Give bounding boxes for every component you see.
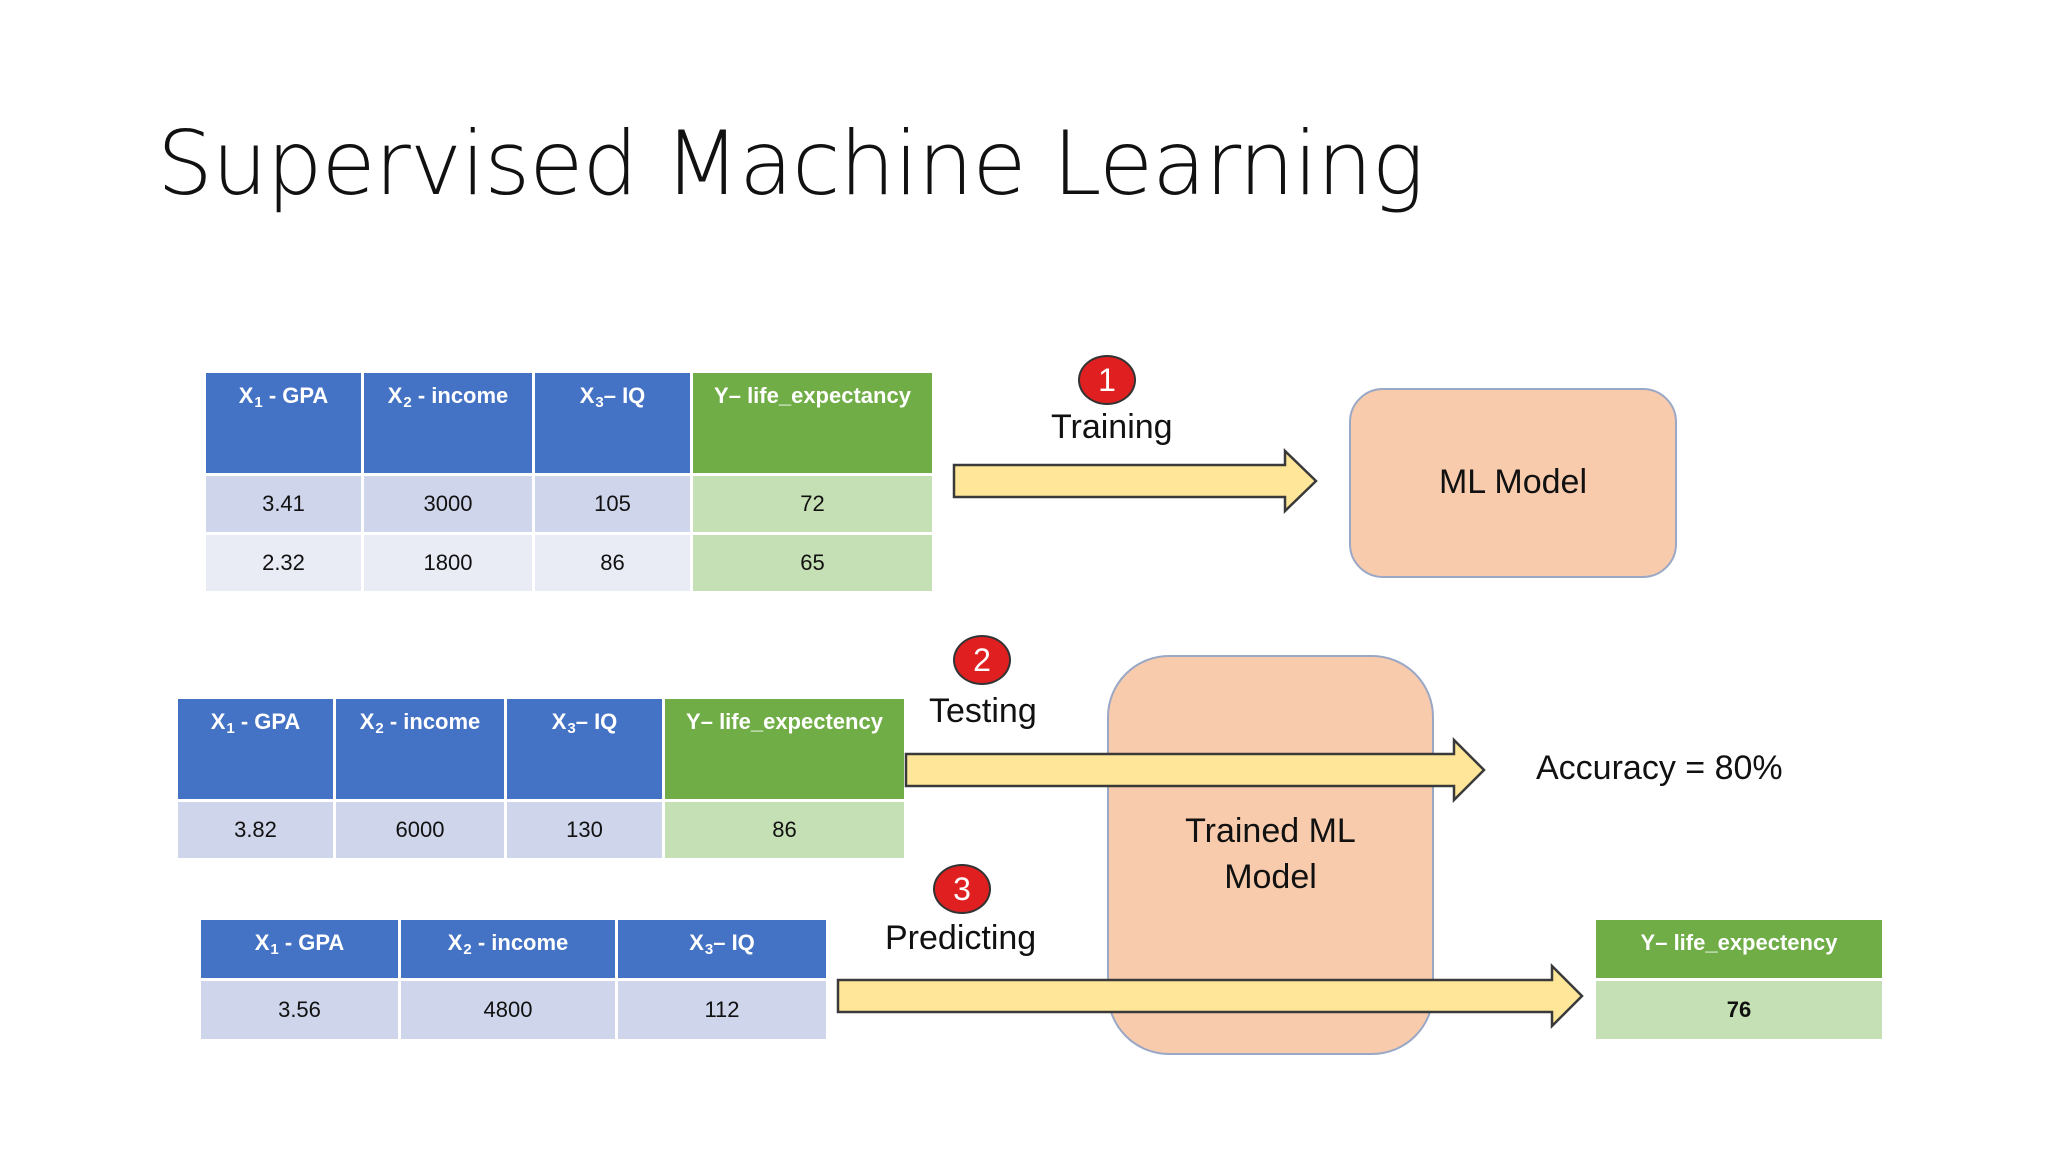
header-x3-iq: X3– IQ xyxy=(535,373,690,473)
cell-iq: 86 xyxy=(535,535,690,591)
cell-income: 3000 xyxy=(364,476,532,532)
step-2-badge: 2 xyxy=(953,635,1011,685)
cell-gpa: 3.56 xyxy=(201,981,398,1039)
header-x3-iq: X3– IQ xyxy=(507,699,662,799)
step-3-badge: 3 xyxy=(933,864,991,914)
trained-model-label-line: Model xyxy=(1224,858,1317,896)
header-x2-income: X2 - income xyxy=(401,920,615,978)
testing-label: Testing xyxy=(929,692,1037,730)
header-y-life-expectancy: Y– life_expectency xyxy=(1596,920,1882,978)
cell-gpa: 2.32 xyxy=(206,535,361,591)
cell-gpa: 3.82 xyxy=(178,802,333,858)
cell-iq: 105 xyxy=(535,476,690,532)
cell-iq: 112 xyxy=(618,981,826,1039)
predicting-table: X1 - GPA X2 - income X3– IQ 3.56 4800 11… xyxy=(198,917,829,1042)
header-x1-gpa: X1 - GPA xyxy=(206,373,361,473)
predicting-arrow xyxy=(836,962,1584,1030)
table-row: 3.41 3000 105 72 xyxy=(206,476,932,532)
table-row: 76 xyxy=(1596,981,1882,1039)
header-x3-iq: X3– IQ xyxy=(618,920,826,978)
table-header-row: X1 - GPA X2 - income X3– IQ xyxy=(201,920,826,978)
cell-gpa: 3.41 xyxy=(206,476,361,532)
trained-model-label-line: Trained ML xyxy=(1185,812,1356,851)
predicting-label: Predicting xyxy=(885,919,1037,957)
predicted-value: 76 xyxy=(1596,981,1882,1039)
table-row: 3.56 4800 112 xyxy=(201,981,826,1039)
ml-model-box: ML Model xyxy=(1349,388,1677,578)
training-table: X1 - GPA X2 - income X3– IQ Y– life_expe… xyxy=(203,370,935,594)
table-header-row: X1 - GPA X2 - income X3– IQ Y– life_expe… xyxy=(206,373,932,473)
header-y-life-expectancy: Y– life_expectancy xyxy=(693,373,932,473)
trained-model-label: Trained ML Model xyxy=(1185,809,1356,901)
header-x1-gpa: X1 - GPA xyxy=(178,699,333,799)
header-x2-income: X2 - income xyxy=(336,699,504,799)
training-arrow xyxy=(952,448,1318,514)
cell-life-expectancy: 65 xyxy=(693,535,932,591)
table-row: 2.32 1800 86 65 xyxy=(206,535,932,591)
cell-life-expectancy: 86 xyxy=(665,802,904,858)
accuracy-text: Accuracy = 80% xyxy=(1536,749,1783,787)
cell-life-expectancy: 72 xyxy=(693,476,932,532)
cell-income: 4800 xyxy=(401,981,615,1039)
prediction-result-table: Y– life_expectency 76 xyxy=(1593,917,1885,1042)
step-1-badge: 1 xyxy=(1078,355,1136,405)
testing-arrow xyxy=(904,736,1486,804)
cell-iq: 130 xyxy=(507,802,662,858)
header-x2-income: X2 - income xyxy=(364,373,532,473)
ml-model-label: ML Model xyxy=(1438,463,1588,502)
table-header-row: X1 - GPA X2 - income X3– IQ Y– life_expe… xyxy=(178,699,904,799)
header-y-life-expectancy: Y– life_expectency xyxy=(665,699,904,799)
table-row: 3.82 6000 130 86 xyxy=(178,802,904,858)
training-label: Training xyxy=(1051,408,1173,446)
cell-income: 1800 xyxy=(364,535,532,591)
header-x1-gpa: X1 - GPA xyxy=(201,920,398,978)
slide-title: Supervised Machine Learning xyxy=(157,112,1424,215)
cell-income: 6000 xyxy=(336,802,504,858)
testing-table: X1 - GPA X2 - income X3– IQ Y– life_expe… xyxy=(175,696,907,861)
table-header-row: Y– life_expectency xyxy=(1596,920,1882,978)
